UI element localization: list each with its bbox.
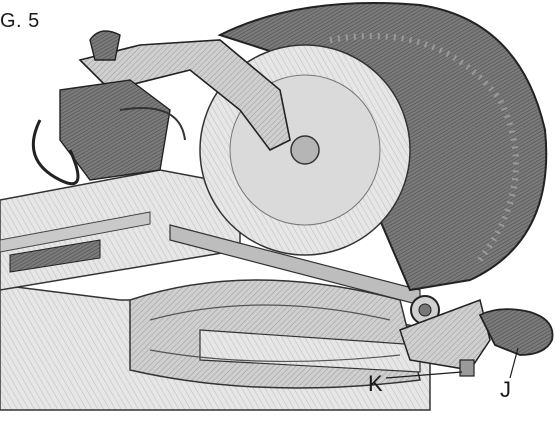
callout-k: K bbox=[368, 371, 383, 396]
motor-cable bbox=[31, 79, 186, 186]
figure-label: G. 5 bbox=[0, 10, 40, 32]
callout-j: J bbox=[500, 377, 511, 402]
callout-k-leader bbox=[385, 371, 463, 379]
saw-base bbox=[0, 279, 431, 411]
upper-arm bbox=[78, 30, 291, 152]
bevel-lock-assembly bbox=[399, 295, 491, 377]
bevel-lock-handle bbox=[478, 308, 554, 356]
fence-assembly bbox=[0, 169, 421, 306]
callout-j-leader bbox=[509, 347, 519, 379]
